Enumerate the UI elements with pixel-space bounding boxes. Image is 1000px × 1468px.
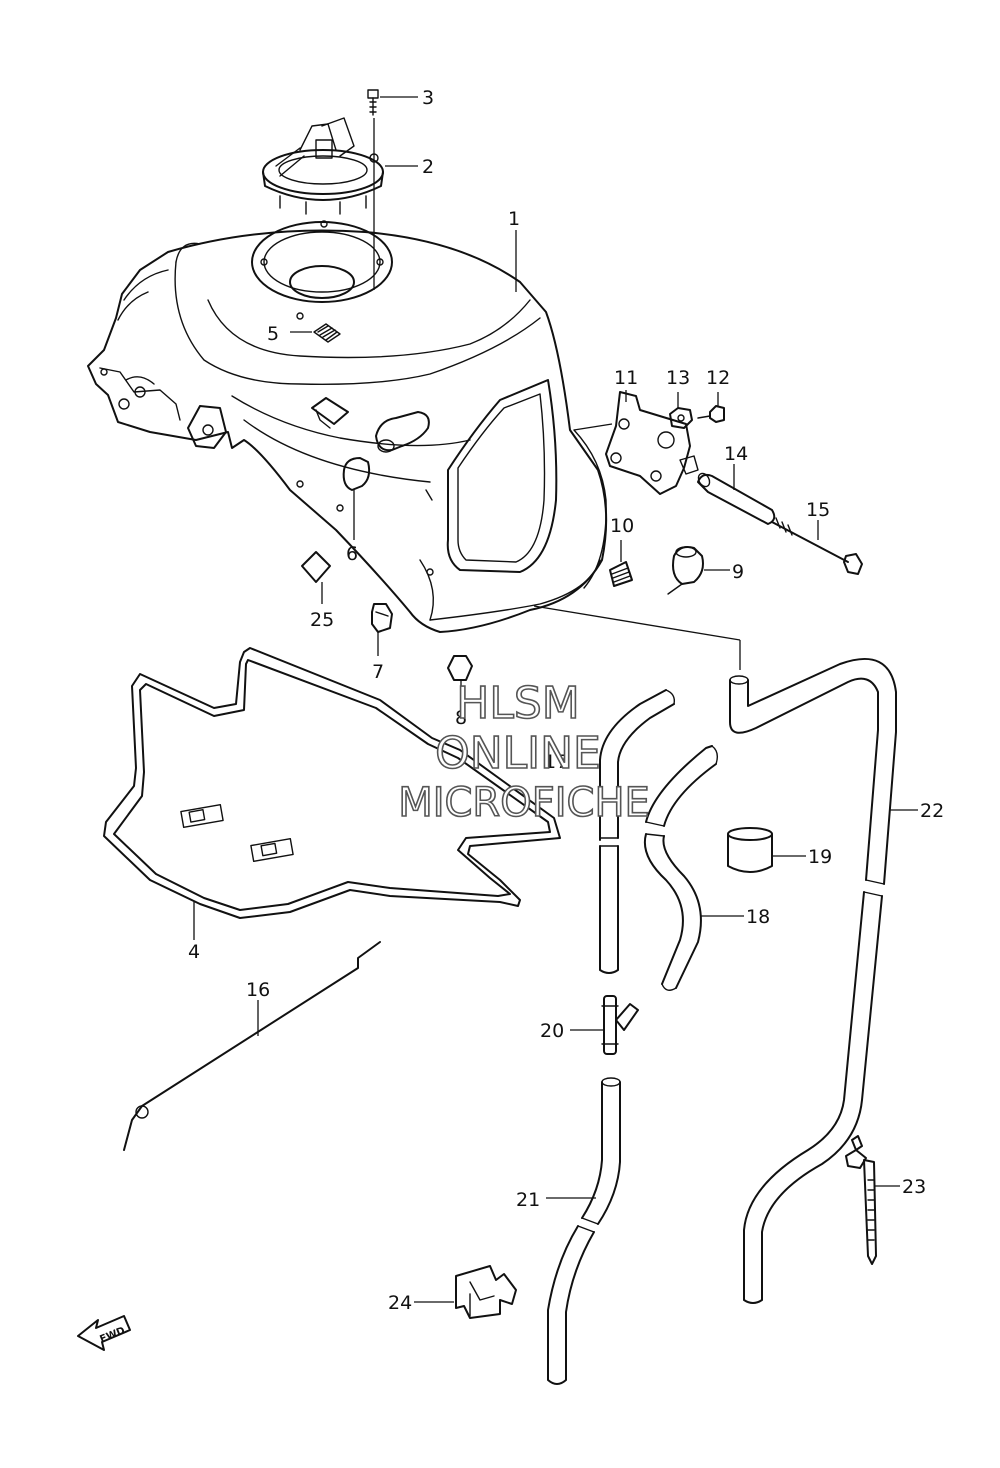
callout-10: 10 bbox=[610, 515, 634, 537]
callout-22: 22 bbox=[920, 800, 944, 822]
part-fuel-cap-2 bbox=[262, 117, 384, 215]
watermark: HLSM ONLINE MICROFICHE bbox=[397, 677, 650, 827]
part-nut-13 bbox=[669, 407, 693, 429]
part-label-5 bbox=[313, 323, 341, 343]
part-hose-22 bbox=[729, 657, 897, 1304]
callout-18: 18 bbox=[746, 906, 770, 928]
callout-11: 11 bbox=[614, 367, 638, 389]
part-clamp-23 bbox=[845, 1135, 877, 1265]
part-holder-24 bbox=[455, 1265, 517, 1319]
callout-3: 3 bbox=[422, 87, 434, 109]
watermark-line-3: MICROFICHE bbox=[398, 780, 650, 826]
watermark-line-2: ONLINE bbox=[435, 728, 601, 779]
part-sleeve-19 bbox=[727, 827, 773, 873]
part-hose-17 bbox=[599, 689, 676, 974]
callout-19: 19 bbox=[808, 846, 832, 868]
part-cushion-6 bbox=[342, 457, 371, 491]
callout-21: 21 bbox=[516, 1189, 540, 1211]
callout-24: 24 bbox=[388, 1292, 412, 1314]
part-wire-16 bbox=[123, 941, 381, 1151]
part-spacer-14 bbox=[697, 472, 776, 525]
callout-14: 14 bbox=[724, 443, 748, 465]
watermark-line-1: HLSM bbox=[456, 678, 580, 729]
part-fuel-tank-1 bbox=[87, 220, 608, 633]
part-grommet-8 bbox=[447, 655, 473, 681]
callout-17: 17 bbox=[544, 751, 568, 773]
callout-9: 9 bbox=[732, 561, 744, 583]
part-tjoint-20 bbox=[601, 995, 639, 1055]
callout-20: 20 bbox=[540, 1020, 564, 1042]
part-seal-4 bbox=[103, 647, 561, 919]
callout-25: 25 bbox=[310, 609, 334, 631]
callout-4: 4 bbox=[188, 941, 200, 963]
callout-8: 8 bbox=[455, 707, 467, 729]
callout-23: 23 bbox=[902, 1176, 926, 1198]
callout-15: 15 bbox=[806, 499, 830, 521]
callout-16: 16 bbox=[246, 979, 270, 1001]
callout-13: 13 bbox=[666, 367, 690, 389]
part-pad-25 bbox=[301, 551, 331, 583]
part-bolt-12 bbox=[697, 405, 725, 423]
fwd-arrow-icon: FWD bbox=[77, 1315, 131, 1351]
callout-12: 12 bbox=[706, 367, 730, 389]
part-bolt-15 bbox=[771, 517, 863, 575]
callout-6: 6 bbox=[346, 543, 358, 565]
callout-5: 5 bbox=[267, 323, 279, 345]
callout-2: 2 bbox=[422, 156, 434, 178]
part-bolt-3 bbox=[367, 89, 379, 116]
callout-7: 7 bbox=[372, 661, 384, 683]
part-hose-21 bbox=[547, 1077, 621, 1385]
part-bracket-11 bbox=[605, 391, 699, 495]
part-pad-10 bbox=[609, 561, 633, 587]
part-clip-7 bbox=[371, 603, 393, 633]
part-valve-9 bbox=[667, 546, 704, 595]
callout-1: 1 bbox=[508, 208, 520, 230]
part-hose-18 bbox=[644, 745, 719, 991]
